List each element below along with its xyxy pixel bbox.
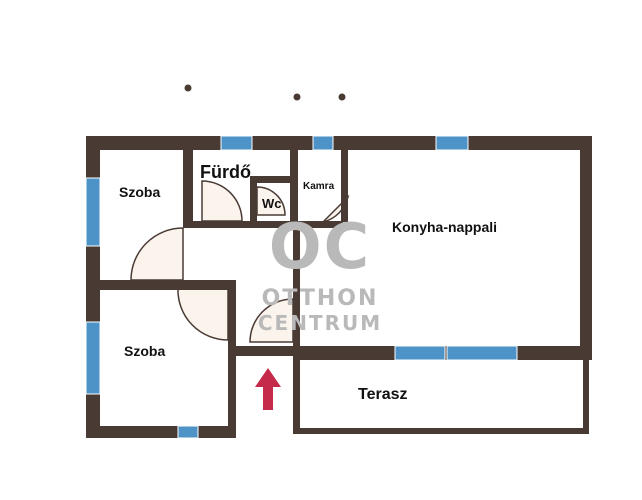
decorative-dots — [184, 84, 346, 101]
room-label-konyha: Konyha-nappali — [392, 219, 497, 235]
dot — [338, 93, 346, 101]
watermark-line2: CENTRUM — [258, 311, 382, 335]
wall-entry-horizontal — [228, 346, 298, 356]
dot — [293, 93, 301, 101]
wall-szoba-divider — [86, 280, 236, 290]
wall-bottom-left — [86, 426, 236, 438]
doors — [130, 180, 350, 343]
entrance-arrow-icon — [255, 368, 281, 410]
dot — [184, 84, 192, 92]
room-label-szoba-top: Szoba — [119, 184, 160, 200]
door-wc — [256, 186, 286, 216]
wall-wc-right — [290, 150, 298, 228]
wall-right — [580, 136, 592, 360]
wall-terasz-left — [293, 346, 300, 434]
room-label-szoba-bottom: Szoba — [124, 343, 165, 359]
door-szoba-top — [130, 227, 184, 281]
wall-furdo-wc — [250, 176, 257, 228]
window-left-2 — [85, 321, 101, 395]
wall-szoba-bottom-right — [228, 288, 236, 438]
wall-hall-right — [293, 228, 300, 346]
window-top-3 — [435, 135, 469, 151]
watermark-line1: OTTHON — [262, 286, 379, 311]
windows — [85, 135, 518, 439]
room-label-terasz: Terasz — [358, 386, 408, 403]
wall-szoba-top-right — [183, 150, 193, 228]
wall-terasz-bottom — [293, 428, 589, 434]
wall-terasz-right — [583, 356, 589, 434]
room-label-furdo: Fürdő — [200, 162, 251, 182]
wall-furdo-bottom — [193, 221, 343, 228]
watermark: OC OTTHON CENTRUM — [258, 210, 382, 335]
door-hall — [249, 298, 294, 343]
door-furdo — [201, 180, 243, 222]
watermark-logo: OC — [269, 210, 371, 283]
window-bottom — [177, 425, 199, 439]
wall-top — [86, 136, 592, 150]
room-label-wc: Wc — [262, 196, 282, 211]
window-top-1 — [220, 135, 253, 151]
window-left-1 — [85, 177, 101, 247]
door-szoba-bottom — [177, 287, 229, 341]
wall-kamra-right — [341, 150, 348, 222]
wall-wc-top — [250, 176, 293, 183]
room-labels: Szoba Fürdő Wc Kamra Konyha-nappali Szob… — [119, 162, 497, 403]
window-terrace-1 — [394, 345, 446, 361]
window-top-2 — [312, 135, 334, 151]
room-label-kamra: Kamra — [303, 181, 335, 192]
window-terrace-2 — [446, 345, 518, 361]
